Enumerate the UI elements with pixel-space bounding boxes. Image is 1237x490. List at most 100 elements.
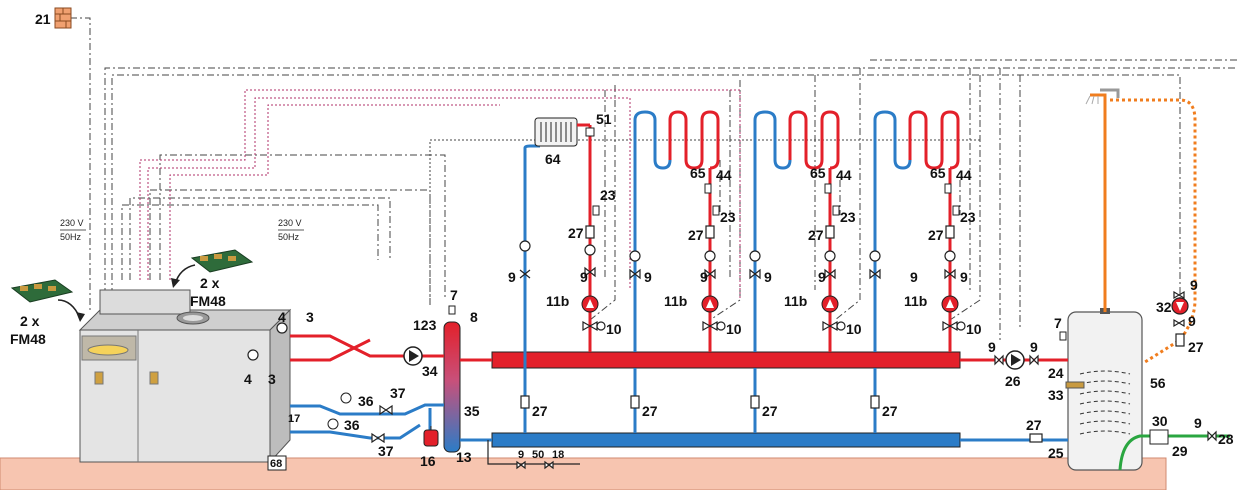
hydraulic-separator-35 (443, 321, 461, 453)
label-7b: 7 (1054, 315, 1062, 331)
fm48-arrowhead-right (171, 278, 180, 288)
boiler (78, 289, 292, 464)
label-9b2: 9 (700, 269, 708, 285)
label-3b: 3 (268, 371, 276, 387)
label-9-drain: 9 (518, 449, 524, 461)
label-4b: 4 (244, 371, 252, 387)
label-50hz-right: 50Hz (278, 232, 300, 242)
label-36a: 36 (358, 393, 374, 409)
label-10a: 10 (606, 321, 622, 337)
label-fm48-left: FM48 (10, 331, 46, 347)
primary-pump-34 (403, 346, 423, 366)
label-51: 51 (596, 111, 612, 127)
ufh-loop-1 (633, 110, 720, 235)
flow-sensor-wire (429, 139, 980, 300)
label-10b: 10 (726, 321, 742, 337)
label-2x-right: 2 x (200, 275, 220, 291)
fm48-module-left (10, 279, 74, 303)
safety-group-68 (267, 455, 287, 471)
label-11b-3: 11b (784, 293, 807, 309)
label-fm48-right: FM48 (190, 293, 226, 309)
label-9a2: 9 (580, 269, 588, 285)
label-68: 68 (270, 458, 282, 470)
label-32: 32 (1156, 299, 1172, 315)
labels: 21 2 x FM48 2 x FM48 230 V 50Hz 230 V 50… (10, 11, 1234, 470)
control-wiring (70, 17, 1237, 340)
label-65a: 65 (690, 165, 706, 181)
label-9b1: 9 (644, 269, 652, 285)
label-27r4: 27 (882, 403, 898, 419)
cold-water-inlet (1118, 434, 1230, 471)
return-header (491, 432, 961, 448)
label-36b: 36 (344, 417, 360, 433)
label-28: 28 (1218, 431, 1234, 447)
label-23a: 23 (600, 187, 616, 203)
label-123: 123 (413, 317, 437, 333)
expansion-vessel-16 (423, 426, 439, 447)
label-34: 34 (422, 363, 438, 379)
label-13: 13 (456, 449, 472, 465)
label-27d: 27 (928, 227, 944, 243)
loading-pump-26 (1005, 350, 1025, 370)
dhw-cylinder-56 (1065, 308, 1143, 471)
radiator-64 (534, 117, 590, 147)
label-33: 33 (1048, 387, 1064, 403)
isolation-valves (371, 266, 1217, 470)
label-29: 29 (1172, 443, 1188, 459)
label-27f: 27 (1188, 339, 1204, 355)
label-50: 50 (532, 449, 544, 461)
label-27r2: 27 (642, 403, 658, 419)
label-10c: 10 (846, 321, 862, 337)
label-18: 18 (552, 449, 564, 461)
label-56: 56 (1150, 375, 1166, 391)
ufh-loop-3 (873, 110, 960, 235)
label-3a: 3 (306, 309, 314, 325)
sensor-wiring (139, 89, 741, 300)
label-9e2: 9 (1030, 339, 1038, 355)
label-9g: 9 (1188, 313, 1196, 329)
label-11b-1: 11b (546, 293, 569, 309)
label-44c: 44 (956, 167, 972, 183)
flow-header (491, 351, 961, 369)
label-65c: 65 (930, 165, 946, 181)
hot-water-pipe (1090, 93, 1107, 312)
motorised-valves-36 (327, 392, 352, 430)
label-37b: 37 (378, 443, 394, 459)
label-27a: 27 (568, 225, 584, 241)
label-9c2: 9 (818, 269, 826, 285)
label-27c: 27 (808, 227, 824, 243)
label-9a1: 9 (508, 269, 516, 285)
label-23c: 23 (840, 209, 856, 225)
label-9f: 9 (1190, 277, 1198, 293)
floor (0, 457, 1167, 490)
label-11b-4: 11b (904, 293, 927, 309)
circulation-pump-32 (1171, 297, 1189, 315)
label-17: 17 (288, 413, 300, 425)
mixing-valves-10 (582, 320, 966, 332)
label-30: 30 (1152, 413, 1168, 429)
label-230v-right: 230 V (278, 218, 302, 228)
label-35: 35 (464, 403, 480, 419)
label-50hz-left: 50Hz (60, 232, 82, 242)
dhw-circulation-pipe (1110, 98, 1197, 364)
tap-icon (1085, 88, 1120, 105)
label-24: 24 (1048, 365, 1064, 381)
label-9e1: 9 (988, 339, 996, 355)
label-27b: 27 (688, 227, 704, 243)
label-21: 21 (35, 11, 51, 27)
ufh-loop-2 (753, 110, 840, 235)
check-valves-27 (520, 225, 1185, 443)
label-65b: 65 (810, 165, 826, 181)
label-230v-left: 230 V (60, 218, 84, 228)
label-9h: 9 (1194, 415, 1202, 431)
fm48-module-right (190, 249, 254, 273)
label-23d: 23 (960, 209, 976, 225)
limit-thermostats (585, 127, 960, 216)
label-64: 64 (545, 151, 561, 167)
filter-30 (1149, 429, 1169, 445)
label-4a: 4 (278, 309, 286, 325)
label-9c1: 9 (764, 269, 772, 285)
fm48-arrowhead-left (76, 312, 85, 322)
